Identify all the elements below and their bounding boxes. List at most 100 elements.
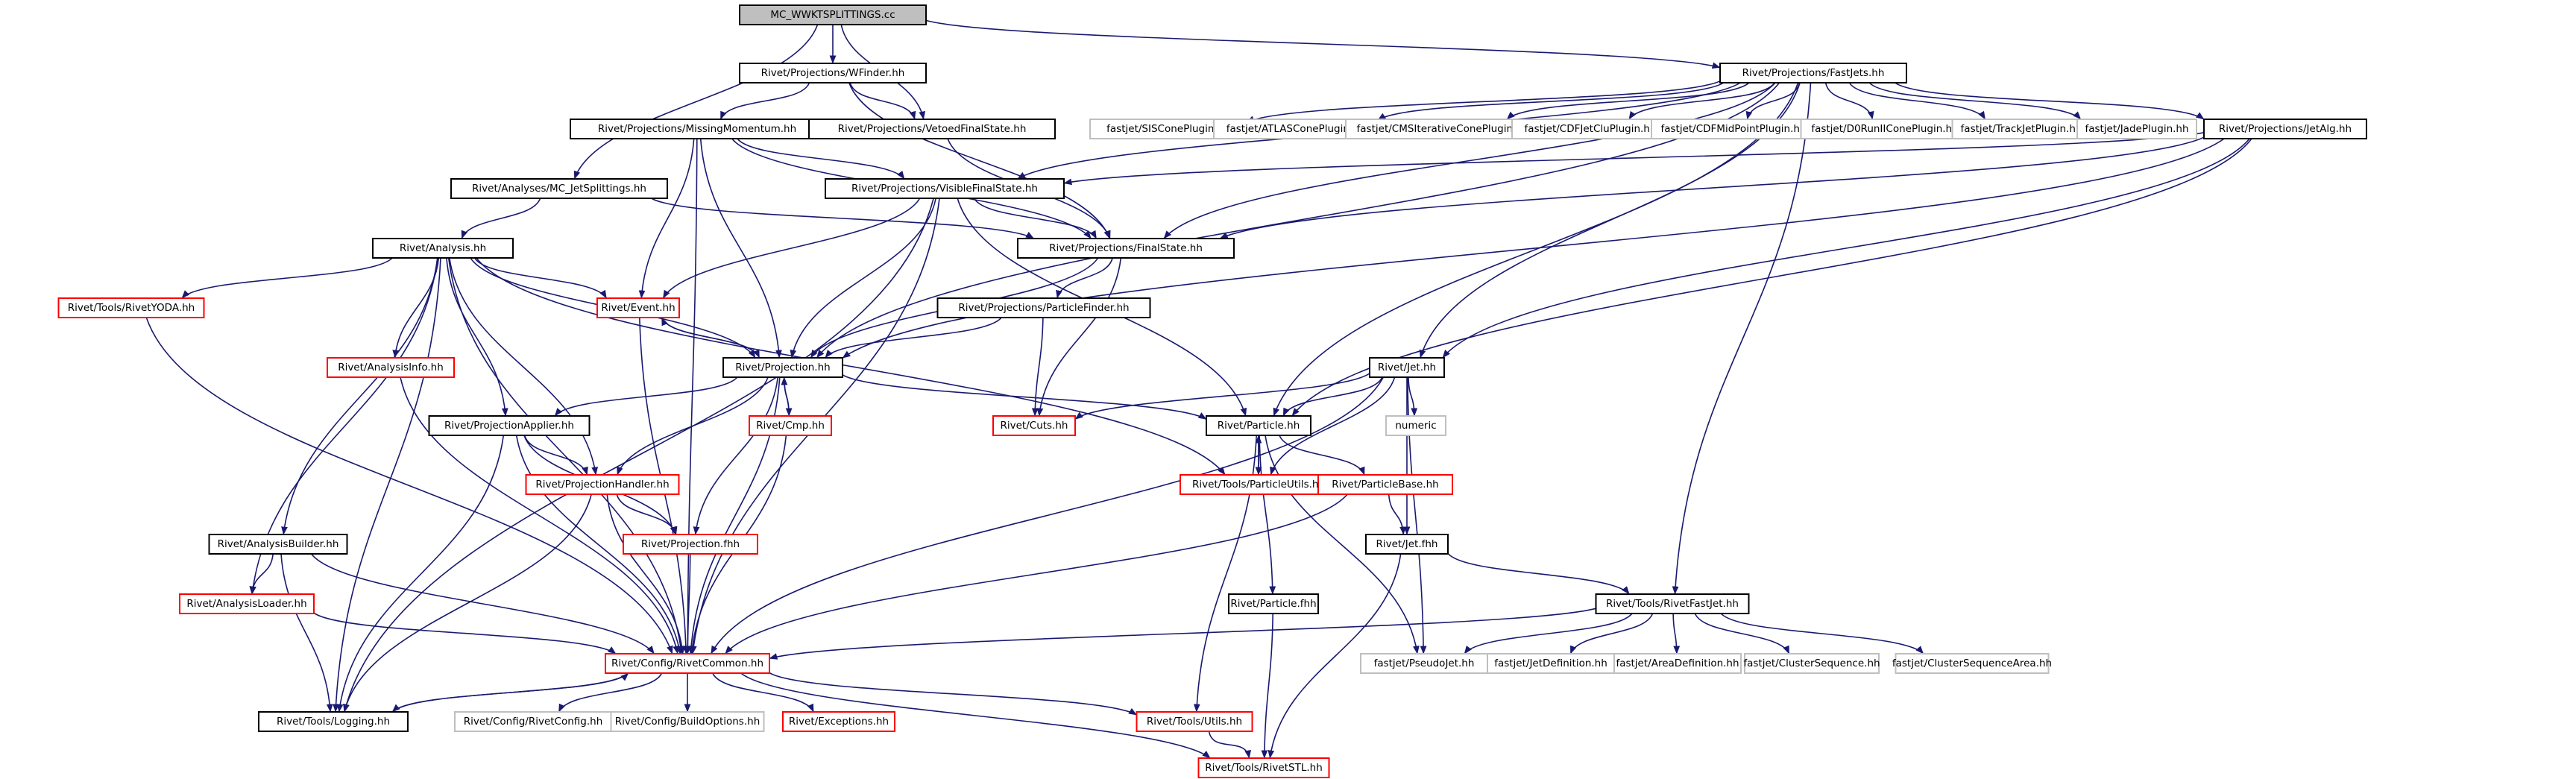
svg-text:Rivet/Config/BuildOptions.hh: Rivet/Config/BuildOptions.hh (615, 716, 760, 728)
svg-text:Rivet/Tools/ParticleUtils.hh: Rivet/Tools/ParticleUtils.hh (1192, 479, 1325, 491)
node-analysisbuilder-hh[interactable]: Rivet/AnalysisBuilder.hh (208, 534, 348, 555)
node-rivetfastjet-hh[interactable]: Rivet/Tools/RivetFastJet.hh (1595, 593, 1750, 614)
node-finalstate-hh[interactable]: Rivet/Projections/FinalState.hh (1017, 238, 1235, 259)
node-rivetcommon-hh[interactable]: Rivet/Config/RivetCommon.hh (605, 653, 770, 674)
node-analysisinfo-hh[interactable]: Rivet/AnalysisInfo.hh (327, 357, 455, 378)
node-wfinder-hh[interactable]: Rivet/Projections/WFinder.hh (739, 63, 927, 83)
edge-n32-n35 (1388, 493, 1406, 535)
edge-n17-n45 (333, 257, 441, 713)
edge-n38-n42 (1672, 613, 1681, 655)
svg-text:Rivet/Projections/VisibleFinal: Rivet/Projections/VisibleFinalState.hh (851, 183, 1038, 195)
edge-n15-n17 (461, 198, 541, 239)
node-cdfmidpointplugin-hh: fastjet/CDFMidPointPlugin.hh (1651, 119, 1816, 139)
edge-n03-n06 (1246, 81, 1721, 123)
node-visiblefinalstate-hh[interactable]: Rivet/Projections/VisibleFinalState.hh (825, 178, 1065, 199)
svg-text:fastjet/JetDefinition.hh: fastjet/JetDefinition.hh (1494, 657, 1607, 669)
edge-n04-n23 (699, 138, 782, 359)
edge-n23-n34 (693, 376, 778, 535)
edge-n33-n39 (310, 553, 655, 655)
node-particlebase-hh[interactable]: Rivet/ParticleBase.hh (1317, 474, 1453, 495)
node-missingmomentum-hh[interactable]: Rivet/Projections/MissingMomentum.hh (570, 119, 825, 139)
edge-n17-n31 (449, 257, 598, 476)
svg-text:Rivet/Event.hh: Rivet/Event.hh (601, 302, 675, 314)
node-jetdefinition-hh: fastjet/JetDefinition.hh (1487, 653, 1615, 674)
edge-n35-n38 (1447, 552, 1630, 595)
svg-text:fastjet/ClusterSequence.hh: fastjet/ClusterSequence.hh (1743, 657, 1880, 669)
svg-text:Rivet/ProjectionHandler.hh: Rivet/ProjectionHandler.hh (535, 479, 669, 491)
edge-n38-n41 (1569, 613, 1654, 655)
edge-n04-n20 (638, 138, 695, 299)
node-exceptions-hh[interactable]: Rivet/Exceptions.hh (782, 711, 895, 732)
svg-text:Rivet/AnalysisLoader.hh: Rivet/AnalysisLoader.hh (186, 598, 306, 610)
node-analysisloader-hh[interactable]: Rivet/AnalysisLoader.hh (179, 593, 315, 614)
node-fastjets-hh[interactable]: Rivet/Projections/FastJets.hh (1719, 63, 1907, 83)
node-rivetstl-hh[interactable]: Rivet/Tools/RivetSTL.hh (1197, 757, 1330, 778)
edge-n39-n49 (769, 672, 1137, 716)
node-jadeplugin-hh: fastjet/JadePlugin.hh (2076, 119, 2197, 139)
edge-n17-n33 (281, 257, 438, 535)
edge-n16-n20 (662, 198, 921, 299)
svg-text:fastjet/AreaDefinition.hh: fastjet/AreaDefinition.hh (1616, 657, 1739, 669)
svg-text:Rivet/Tools/RivetSTL.hh: Rivet/Tools/RivetSTL.hh (1205, 762, 1323, 774)
node-mc-wwktsplittings-cc[interactable]: MC_WWKTSPLITTINGS.cc (739, 4, 927, 25)
node-numeric: numeric (1385, 415, 1446, 436)
edge-n23-n20 (661, 317, 760, 359)
edge-n23-n29 (554, 376, 738, 417)
node-event-hh[interactable]: Rivet/Event.hh (596, 297, 680, 318)
node-particle-fhh[interactable]: Rivet/Particle.fhh (1228, 593, 1319, 614)
edge-n24-n27 (1282, 376, 1383, 417)
node-particlefinder-hh[interactable]: Rivet/Projections/ParticleFinder.hh (936, 297, 1151, 318)
edge-n01-n15 (573, 24, 819, 180)
svg-text:Rivet/AnalysisInfo.hh: Rivet/AnalysisInfo.hh (338, 362, 444, 373)
edge-n03-n14 (1895, 82, 2205, 120)
svg-text:Rivet/Projections/FinalState.h: Rivet/Projections/FinalState.hh (1049, 242, 1203, 254)
svg-text:Rivet/Projections/MissingMomen: Rivet/Projections/MissingMomentum.hh (598, 123, 796, 135)
edge-n17-n19 (181, 257, 393, 299)
node-projection-hh[interactable]: Rivet/Projection.hh (722, 357, 843, 378)
node-mc-jetsplittings-hh[interactable]: Rivet/Analyses/MC_JetSplittings.hh (450, 178, 668, 199)
edge-n03-n27 (1273, 82, 1799, 417)
node-projection-fhh[interactable]: Rivet/Projection.fhh (623, 534, 758, 555)
node-buildoptions-hh: Rivet/Config/BuildOptions.hh (610, 711, 765, 732)
edge-n03-n08 (1506, 82, 1750, 120)
node-jet-fhh[interactable]: Rivet/Jet.fhh (1365, 534, 1449, 555)
svg-text:Rivet/Projections/JetAlg.hh: Rivet/Projections/JetAlg.hh (2219, 123, 2352, 135)
node-cmp-hh[interactable]: Rivet/Cmp.hh (749, 415, 832, 436)
node-projectionhandler-hh[interactable]: Rivet/ProjectionHandler.hh (525, 474, 680, 495)
node-particle-hh[interactable]: Rivet/Particle.hh (1206, 415, 1311, 436)
svg-text:Rivet/Projection.fhh: Rivet/Projection.fhh (641, 538, 740, 550)
svg-text:Rivet/Jet.fhh: Rivet/Jet.fhh (1376, 538, 1437, 550)
node-jet-hh[interactable]: Rivet/Jet.hh (1369, 357, 1445, 378)
svg-text:Rivet/Analysis.hh: Rivet/Analysis.hh (400, 242, 486, 254)
edge-n17-n29 (446, 257, 508, 417)
svg-text:fastjet/PseudoJet.hh: fastjet/PseudoJet.hh (1374, 657, 1475, 669)
edge-n29-n39 (515, 435, 682, 655)
svg-text:fastjet/ClusterSequenceArea.hh: fastjet/ClusterSequenceArea.hh (1892, 657, 2052, 669)
svg-text:Rivet/Config/RivetCommon.hh: Rivet/Config/RivetCommon.hh (611, 657, 763, 669)
node-utils-hh[interactable]: Rivet/Tools/Utils.hh (1136, 711, 1253, 732)
node-layer: MC_WWKTSPLITTINGS.cc Rivet/Projections/W… (57, 4, 2367, 778)
edge-n16-n18 (973, 198, 1098, 239)
node-clustersequencearea-hh: fastjet/ClusterSequenceArea.hh (1892, 653, 2052, 674)
edge-n03-n12 (1848, 82, 1986, 120)
svg-text:Rivet/Tools/RivetFastJet.hh: Rivet/Tools/RivetFastJet.hh (1606, 598, 1739, 610)
node-cuts-hh[interactable]: Rivet/Cuts.hh (992, 415, 1076, 436)
node-areadefinition-hh: fastjet/AreaDefinition.hh (1613, 653, 1742, 674)
svg-text:numeric: numeric (1395, 420, 1436, 432)
svg-text:Rivet/Particle.hh: Rivet/Particle.hh (1218, 420, 1300, 432)
edge-n21-n26 (1031, 317, 1044, 417)
node-rivetyoda-hh[interactable]: Rivet/Tools/RivetYODA.hh (57, 297, 205, 318)
node-particleutils-hh[interactable]: Rivet/Tools/ParticleUtils.hh (1180, 474, 1338, 495)
node-vetoedfinalstate-hh[interactable]: Rivet/Projections/VetoedFinalState.hh (808, 119, 1056, 139)
node-analysis-hh[interactable]: Rivet/Analysis.hh (372, 238, 514, 259)
node-projectionapplier-hh[interactable]: Rivet/ProjectionApplier.hh (428, 415, 591, 436)
node-rivetconfig-hh: Rivet/Config/RivetConfig.hh (454, 711, 612, 732)
node-pseudojet-hh: fastjet/PseudoJet.hh (1360, 653, 1488, 674)
svg-text:fastjet/ATLASConePlugin.hh: fastjet/ATLASConePlugin.hh (1226, 123, 1366, 135)
edge-n19-n39 (145, 317, 673, 655)
node-jetalg-hh[interactable]: Rivet/Projections/JetAlg.hh (2203, 119, 2367, 139)
svg-text:Rivet/Analyses/MC_JetSplitting: Rivet/Analyses/MC_JetSplittings.hh (472, 183, 646, 195)
node-logging-hh[interactable]: Rivet/Tools/Logging.hh (258, 711, 409, 732)
edge-n16-n45 (343, 198, 934, 713)
